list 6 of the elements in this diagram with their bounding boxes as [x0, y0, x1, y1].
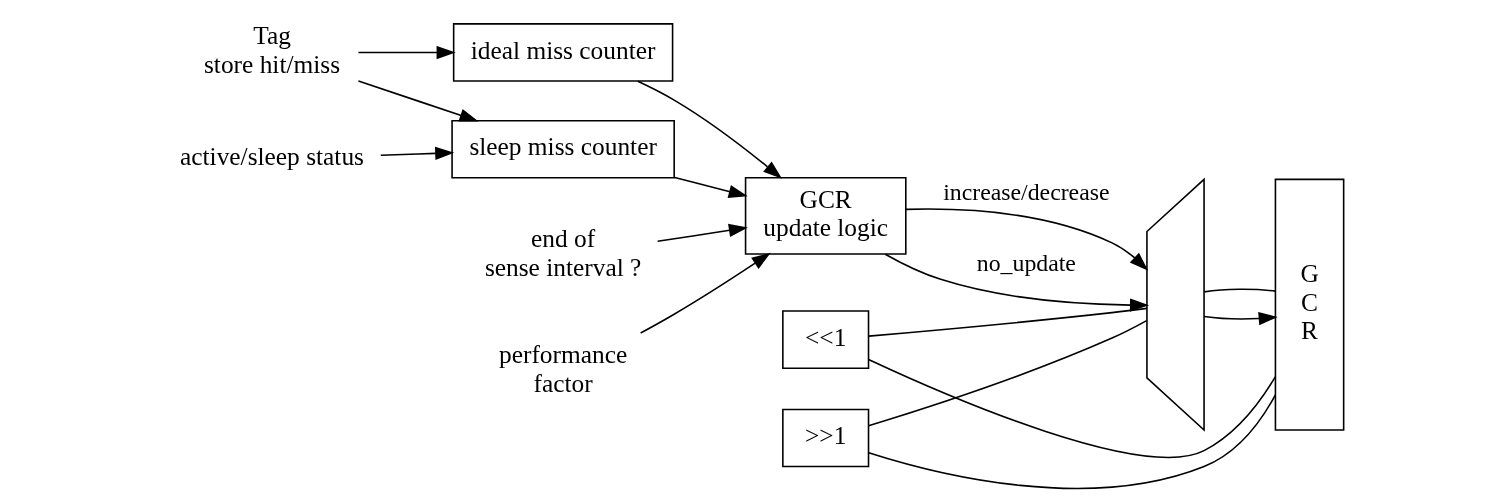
node-text: end of sense interval ? — [484, 224, 642, 281]
edge-label: no_update — [976, 250, 1076, 277]
node-text: active/sleep status — [180, 141, 364, 170]
node-text: Tag store hit/miss — [203, 21, 341, 78]
node-text: performance factor — [499, 340, 628, 397]
edge-label: increase/decrease — [943, 179, 1110, 206]
